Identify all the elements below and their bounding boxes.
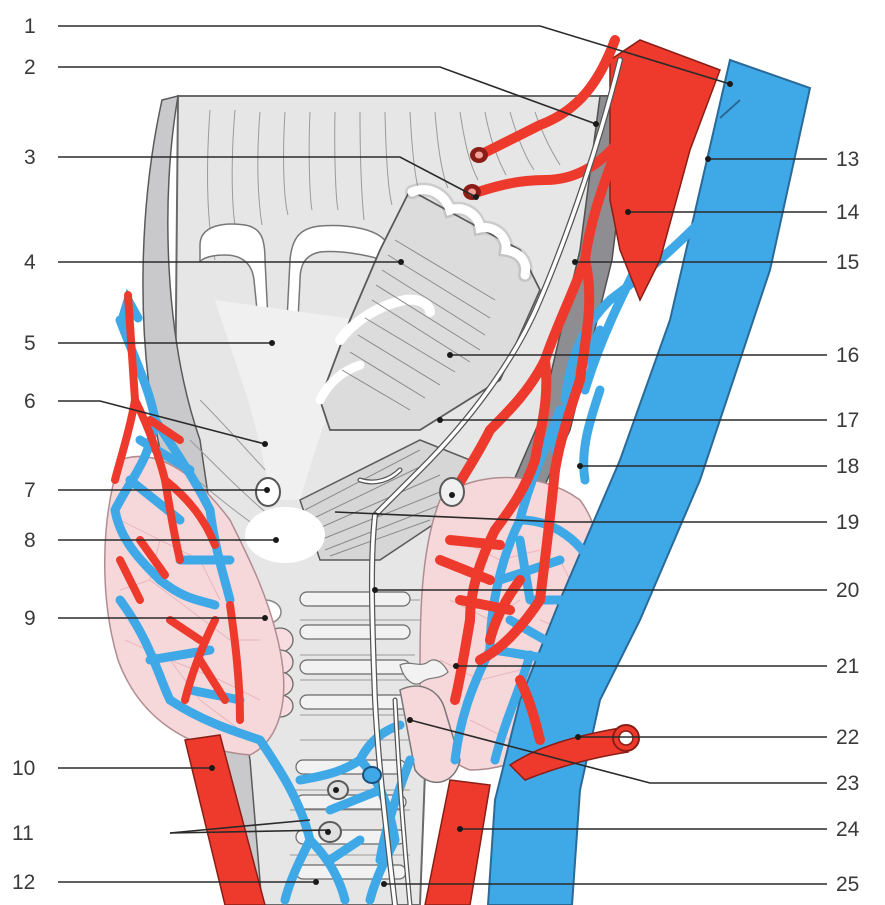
vocal-fold xyxy=(245,507,325,563)
label-3: 3 xyxy=(24,146,36,169)
label-5: 5 xyxy=(24,332,36,355)
label-6: 6 xyxy=(24,390,36,413)
label-11: 11 xyxy=(12,822,34,845)
label-18: 18 xyxy=(836,455,859,478)
labels-left: 1 2 3 4 5 6 7 8 9 10 11 12 xyxy=(12,15,36,894)
label-4: 4 xyxy=(24,251,36,274)
label-14: 14 xyxy=(836,201,860,224)
label-13: 13 xyxy=(836,148,859,171)
labels-right: 13 14 15 16 17 18 19 20 21 22 23 24 25 xyxy=(836,148,860,896)
label-21: 21 xyxy=(836,655,859,678)
label-20: 20 xyxy=(836,579,859,602)
label-22: 22 xyxy=(836,726,859,749)
label-15: 15 xyxy=(836,251,859,274)
label-1: 1 xyxy=(24,15,36,38)
label-10: 10 xyxy=(12,757,35,780)
label-9: 9 xyxy=(24,607,36,630)
label-7: 7 xyxy=(24,479,36,502)
label-12: 12 xyxy=(12,871,35,894)
label-16: 16 xyxy=(836,344,859,367)
label-25: 25 xyxy=(836,873,859,896)
label-2: 2 xyxy=(24,56,36,79)
common-carotid-right xyxy=(425,780,490,905)
label-8: 8 xyxy=(24,529,36,552)
label-17: 17 xyxy=(836,409,859,432)
label-19: 19 xyxy=(836,511,859,534)
label-23: 23 xyxy=(836,772,859,795)
label-24: 24 xyxy=(836,818,860,841)
